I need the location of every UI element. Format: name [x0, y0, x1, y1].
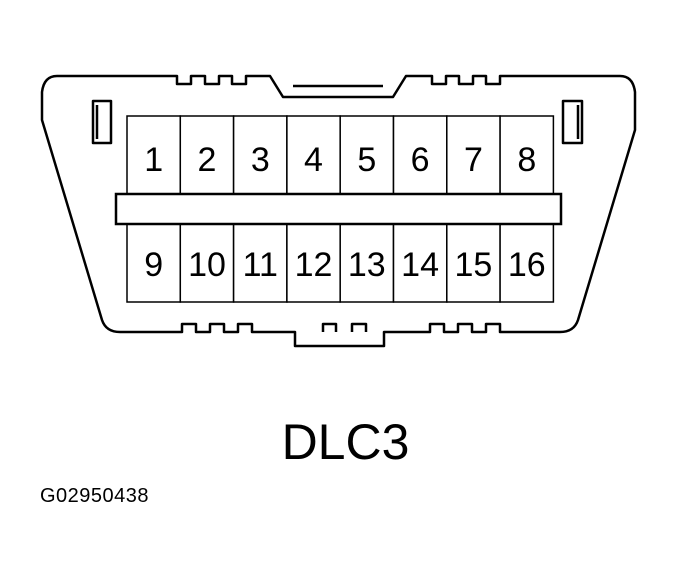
bottom-key-notches: [321, 322, 368, 332]
pin-label-5: 5: [357, 141, 376, 179]
pin-cell-6: [392, 115, 448, 195]
connector-title: DLC3: [281, 414, 410, 470]
pin-label-12: 12: [295, 246, 333, 284]
pin-cell-9: [126, 223, 182, 303]
pin-label-1: 1: [144, 141, 163, 179]
pin-label-4: 4: [304, 141, 323, 179]
pin-label-2: 2: [198, 141, 217, 179]
pin-label-11: 11: [243, 246, 278, 284]
center-divider-bar: [114, 192, 563, 226]
pin-cell-3: [232, 115, 288, 195]
pin-cell-1: [126, 115, 182, 195]
pin-label-6: 6: [411, 141, 430, 179]
right-latch: [561, 99, 584, 145]
pin-cell-10: [179, 223, 235, 303]
connector-shell: [40, 74, 637, 348]
pin-label-7: 7: [464, 141, 483, 179]
pin-label-8: 8: [517, 141, 536, 179]
pin-cell-5: [339, 115, 395, 195]
connector-outline: [40, 74, 637, 348]
pin-label-15: 15: [454, 246, 492, 284]
pin-label-10: 10: [188, 246, 226, 284]
figure-code: G02950438: [40, 485, 150, 507]
pin-label-14: 14: [401, 246, 439, 284]
pin-cell-15: [446, 223, 501, 303]
left-latch: [91, 99, 113, 145]
pin-label-9: 9: [144, 246, 163, 284]
pin-label-3: 3: [251, 141, 270, 179]
pin-cell-8: [499, 115, 555, 195]
pin-label-16: 16: [508, 246, 546, 284]
pin-label-13: 13: [348, 246, 386, 284]
pin-cell-12: [286, 223, 341, 303]
pin-cell-16: [499, 223, 555, 303]
pin-cell-11: [232, 223, 288, 303]
